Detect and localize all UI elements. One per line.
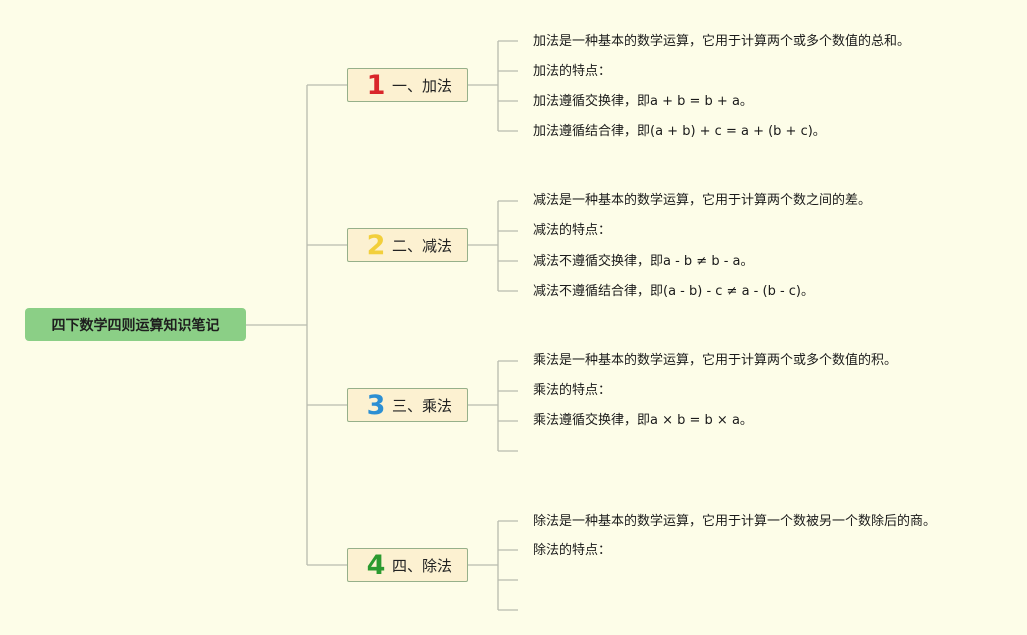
leaf-text[interactable]: 除法的特点： bbox=[533, 543, 612, 558]
root-title: 四下数学四则运算知识笔记 bbox=[51, 317, 220, 334]
leaf-text[interactable]: 除法是一种基本的数学运算，它用于计算一个数被另一个数除后的商。 bbox=[533, 514, 937, 529]
branch-node-multiplication[interactable]: 3 三、乘法 bbox=[347, 388, 468, 422]
leaf-text[interactable]: 减法是一种基本的数学运算，它用于计算两个数之间的差。 bbox=[533, 193, 872, 208]
leaf-text[interactable]: 减法的特点： bbox=[533, 223, 612, 238]
leaf-text[interactable]: 加法的特点： bbox=[533, 64, 612, 79]
branch-label: 三、乘法 bbox=[392, 396, 453, 415]
leaf-text[interactable]: 加法是一种基本的数学运算，它用于计算两个或多个数值的总和。 bbox=[533, 34, 911, 49]
branch-node-subtraction[interactable]: 2 二、减法 bbox=[347, 228, 468, 262]
branch-node-addition[interactable]: 1 一、加法 bbox=[347, 68, 468, 102]
branch-node-division[interactable]: 4 四、除法 bbox=[347, 548, 468, 582]
leaf-text[interactable]: 乘法的特点： bbox=[533, 383, 612, 398]
leaf-text[interactable]: 减法不遵循交换律，即a - b ≠ b - a。 bbox=[533, 254, 754, 269]
branch-label: 一、加法 bbox=[392, 76, 453, 95]
leaf-text[interactable]: 加法遵循结合律，即(a + b) + c = a + (b + c)。 bbox=[533, 124, 826, 139]
leaf-text[interactable]: 乘法遵循交换律，即a × b = b × a。 bbox=[533, 413, 753, 428]
branch-number-badge: 2 bbox=[366, 229, 386, 261]
leaf-text[interactable]: 减法不遵循结合律，即(a - b) - c ≠ a - (b - c)。 bbox=[533, 284, 814, 299]
branch-number-badge: 1 bbox=[366, 69, 386, 101]
branch-number-badge: 3 bbox=[366, 389, 386, 421]
root-node[interactable]: 四下数学四则运算知识笔记 bbox=[25, 308, 246, 341]
leaf-text[interactable]: 乘法是一种基本的数学运算，它用于计算两个或多个数值的积。 bbox=[533, 353, 898, 368]
branch-number-badge: 4 bbox=[366, 549, 386, 581]
branch-label: 四、除法 bbox=[392, 556, 453, 575]
branch-label: 二、减法 bbox=[392, 236, 453, 255]
leaf-text[interactable]: 加法遵循交换律，即a + b = b + a。 bbox=[533, 94, 753, 109]
